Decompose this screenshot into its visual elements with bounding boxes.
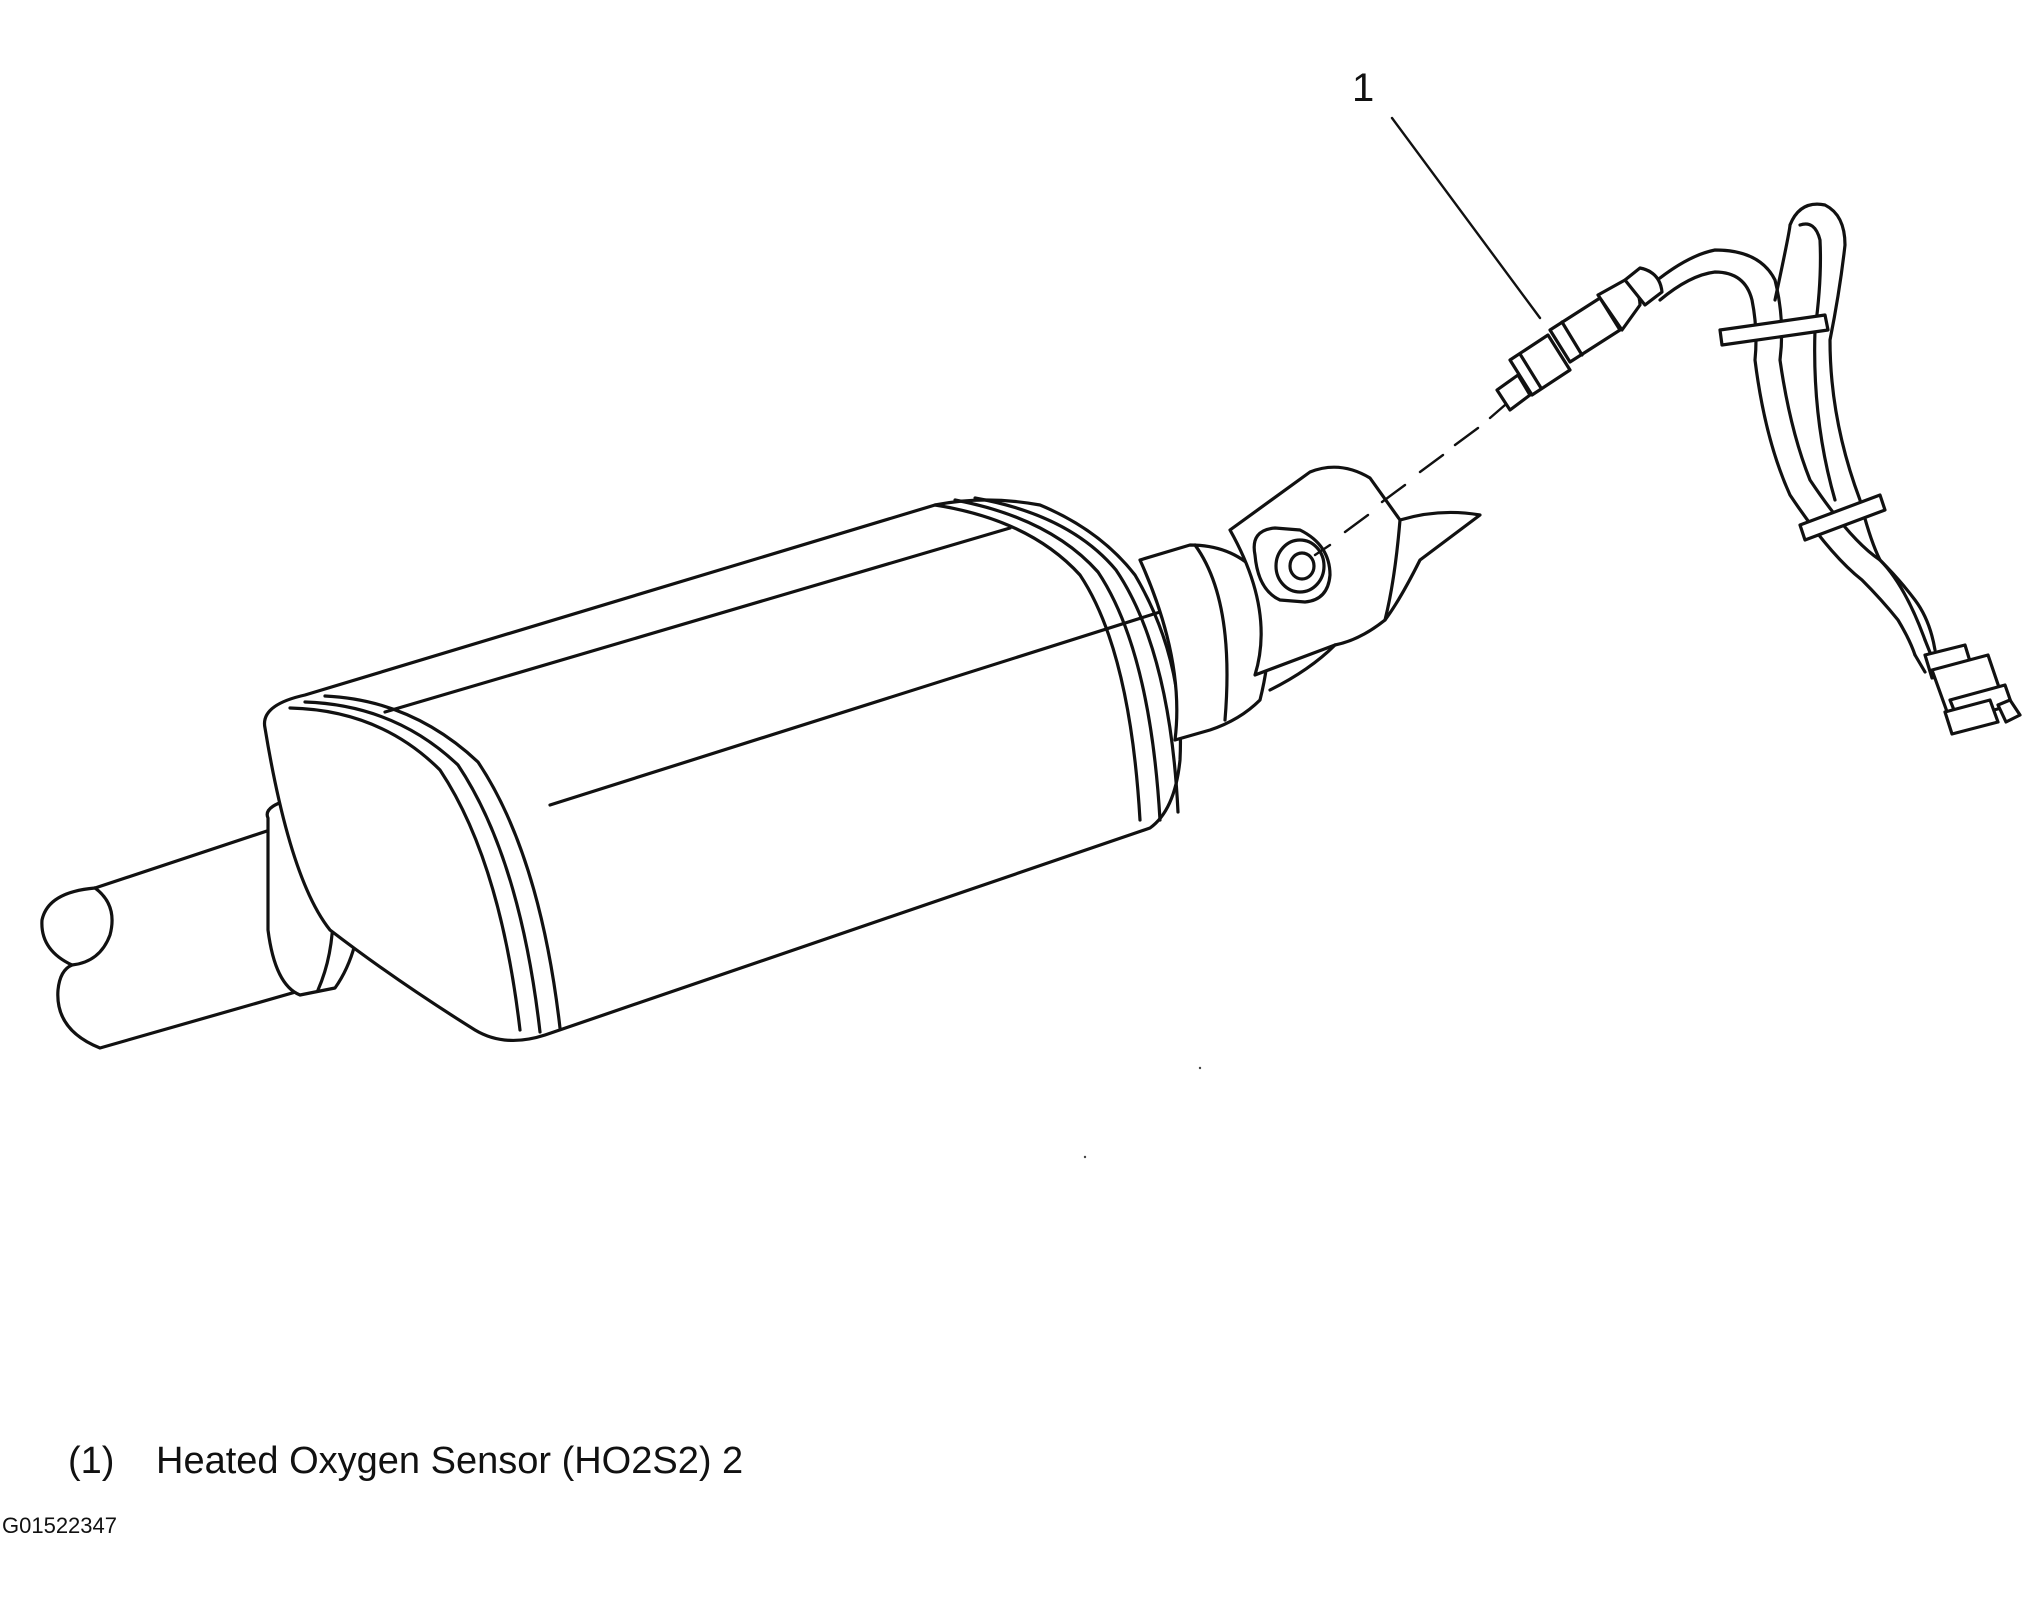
callout-leader-line bbox=[1390, 116, 1542, 320]
legend-item-description: Heated Oxygen Sensor (HO2S2) 2 bbox=[156, 1440, 744, 1482]
sensor-wiring-harness bbox=[1658, 202, 1937, 674]
scan-speck bbox=[1083, 1155, 1087, 1159]
exhaust-pipe-outlet bbox=[1228, 465, 1482, 692]
catalytic-converter bbox=[262, 496, 1183, 1043]
legend-item: (1) Heated Oxygen Sensor (HO2S2) 2 bbox=[68, 1442, 743, 1480]
figure-code: G01522347 bbox=[2, 1513, 117, 1538]
oxygen-sensor bbox=[1495, 266, 1664, 412]
installation-path-line bbox=[1313, 403, 1507, 557]
callout-number: 1 bbox=[1352, 66, 1375, 110]
converter-outlet-neck bbox=[1138, 543, 1271, 742]
exhaust-pipe-inlet bbox=[40, 818, 322, 1050]
sensor-connector bbox=[1923, 643, 2022, 736]
legend-item-number: (1) bbox=[68, 1440, 115, 1482]
sensor-boss bbox=[1252, 526, 1332, 604]
scan-speck bbox=[1198, 1066, 1202, 1070]
